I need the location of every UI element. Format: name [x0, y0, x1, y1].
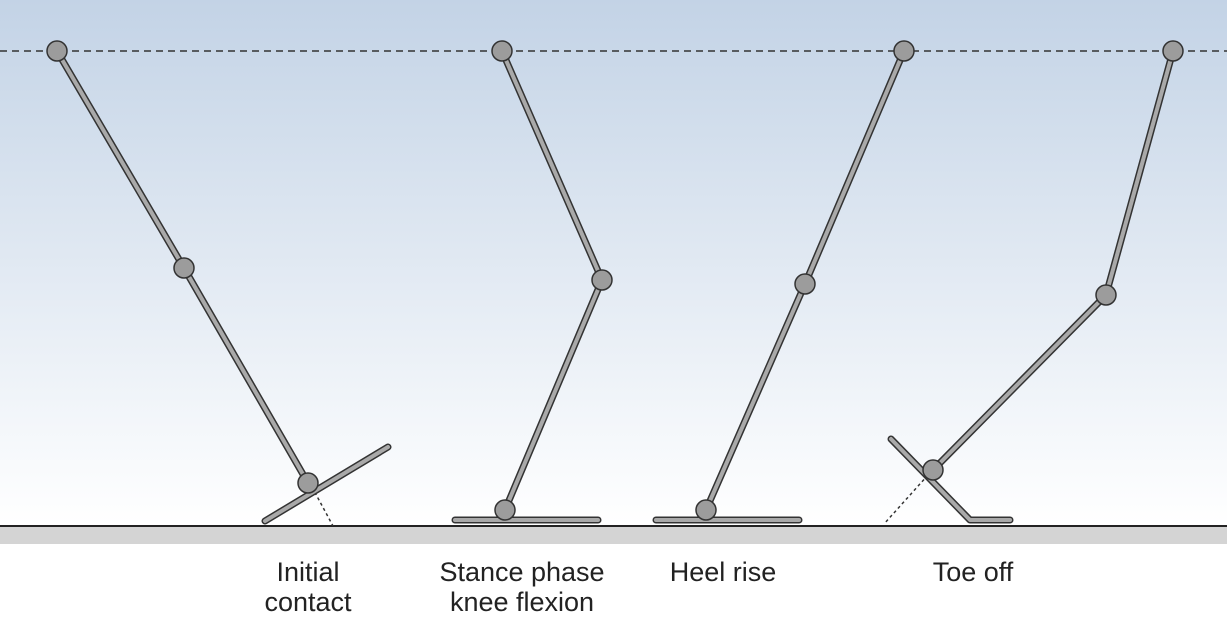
sky-background	[0, 0, 1227, 526]
knee-joint	[591, 269, 613, 291]
leg-toe-off	[883, 40, 1184, 525]
shank-segment	[704, 282, 807, 512]
hip-joint	[893, 40, 915, 62]
knee-joint	[1095, 284, 1117, 306]
thigh-segment	[1104, 49, 1175, 297]
thigh-segment	[803, 49, 906, 286]
label-stance-phase-knee-flexion: Stance phase knee flexion	[439, 557, 604, 617]
foot-segment	[889, 437, 1012, 522]
ground-angle-dotted-line	[883, 474, 929, 525]
label-heel-rise: Heel rise	[670, 557, 777, 587]
foot-segment	[263, 445, 390, 523]
thigh-segment	[55, 49, 186, 270]
shank-segment	[182, 266, 310, 485]
shank-segment	[503, 278, 604, 512]
knee-joint	[794, 273, 816, 295]
leg-stance-phase-knee-flexion	[451, 40, 613, 524]
ankle-joint	[695, 499, 717, 521]
leg-heel-rise	[652, 40, 915, 524]
hip-joint	[1162, 40, 1184, 62]
hip-joint	[491, 40, 513, 62]
label-line: Stance phase	[439, 557, 605, 587]
leg-initial-contact	[46, 40, 392, 527]
label-line: contact	[264, 587, 352, 617]
shank-segment	[931, 293, 1108, 472]
label-line: knee flexion	[449, 587, 595, 617]
ankle-joint	[297, 472, 319, 494]
ankle-joint	[494, 499, 516, 521]
label-initial-contact: Initial contact	[264, 557, 351, 617]
hip-joint	[46, 40, 68, 62]
label-line: Initial	[276, 557, 340, 587]
ground-strip	[0, 526, 1227, 544]
label-line: Heel rise	[669, 557, 777, 587]
thigh-segment	[500, 49, 604, 282]
knee-joint	[173, 257, 195, 279]
label-line: Toe off	[932, 557, 1014, 587]
ankle-joint	[922, 459, 944, 481]
label-toe-off: Toe off	[933, 557, 1014, 587]
